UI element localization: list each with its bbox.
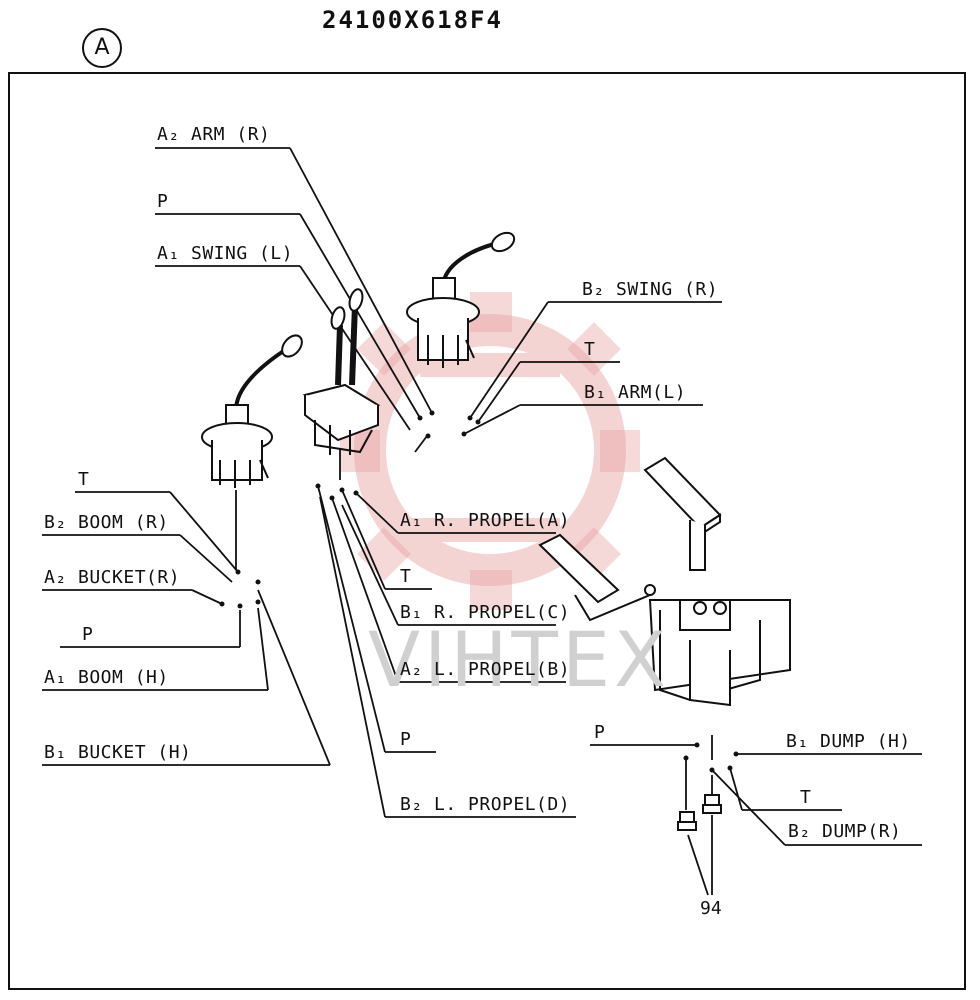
label-b1-dump-h: B₁ DUMP (H) [786,731,911,752]
label-a1-swing-l: A₁ SWING (L) [157,243,294,264]
watermark-text: VIHTEX [368,615,671,704]
left-joystick-icon [201,334,303,488]
part-number-title: 24100X618F4 [322,6,503,34]
label-a2-arm-r: A₂ ARM (R) [157,124,271,145]
upper-joystick-icon [406,231,516,368]
view-marker-circle: A [82,28,122,68]
label-b2-boom-r: B₂ BOOM (R) [44,512,169,533]
label-t-dump: T [800,787,812,808]
label-a1-boom-h: A₁ BOOM (H) [44,667,169,688]
label-p-left: P [82,624,94,645]
pedal-valve-icon [538,456,791,707]
label-a1-r-propel-a: A₁ R. PROPEL(A) [400,510,571,531]
label-p-top: P [157,191,169,212]
label-b2-swing-r: B₂ SWING (R) [582,279,719,300]
callout-94: 94 [700,898,722,919]
label-b1-r-propel-c: B₁ R. PROPEL(C) [400,602,571,623]
label-b2-dump-r: B₂ DUMP(R) [788,821,902,842]
fitting-icon [677,794,722,831]
label-a2-l-propel-b: A₂ L. PROPEL(B) [400,659,571,680]
label-a2-bucket-r: A₂ BUCKET(R) [44,567,181,588]
label-t-top: T [584,339,596,360]
label-p-mid: P [400,729,412,750]
label-b2-l-propel-d: B₂ L. PROPEL(D) [400,794,571,815]
label-b1-arm-l: B₁ ARM(L) [584,382,687,403]
label-b1-bucket-h: B₁ BUCKET (H) [44,742,192,763]
diagram-frame [8,72,966,990]
label-t-mid: T [400,566,412,587]
twin-lever-valve-icon [302,288,381,455]
label-t-left: T [78,469,90,490]
label-p-dump: P [594,722,606,743]
